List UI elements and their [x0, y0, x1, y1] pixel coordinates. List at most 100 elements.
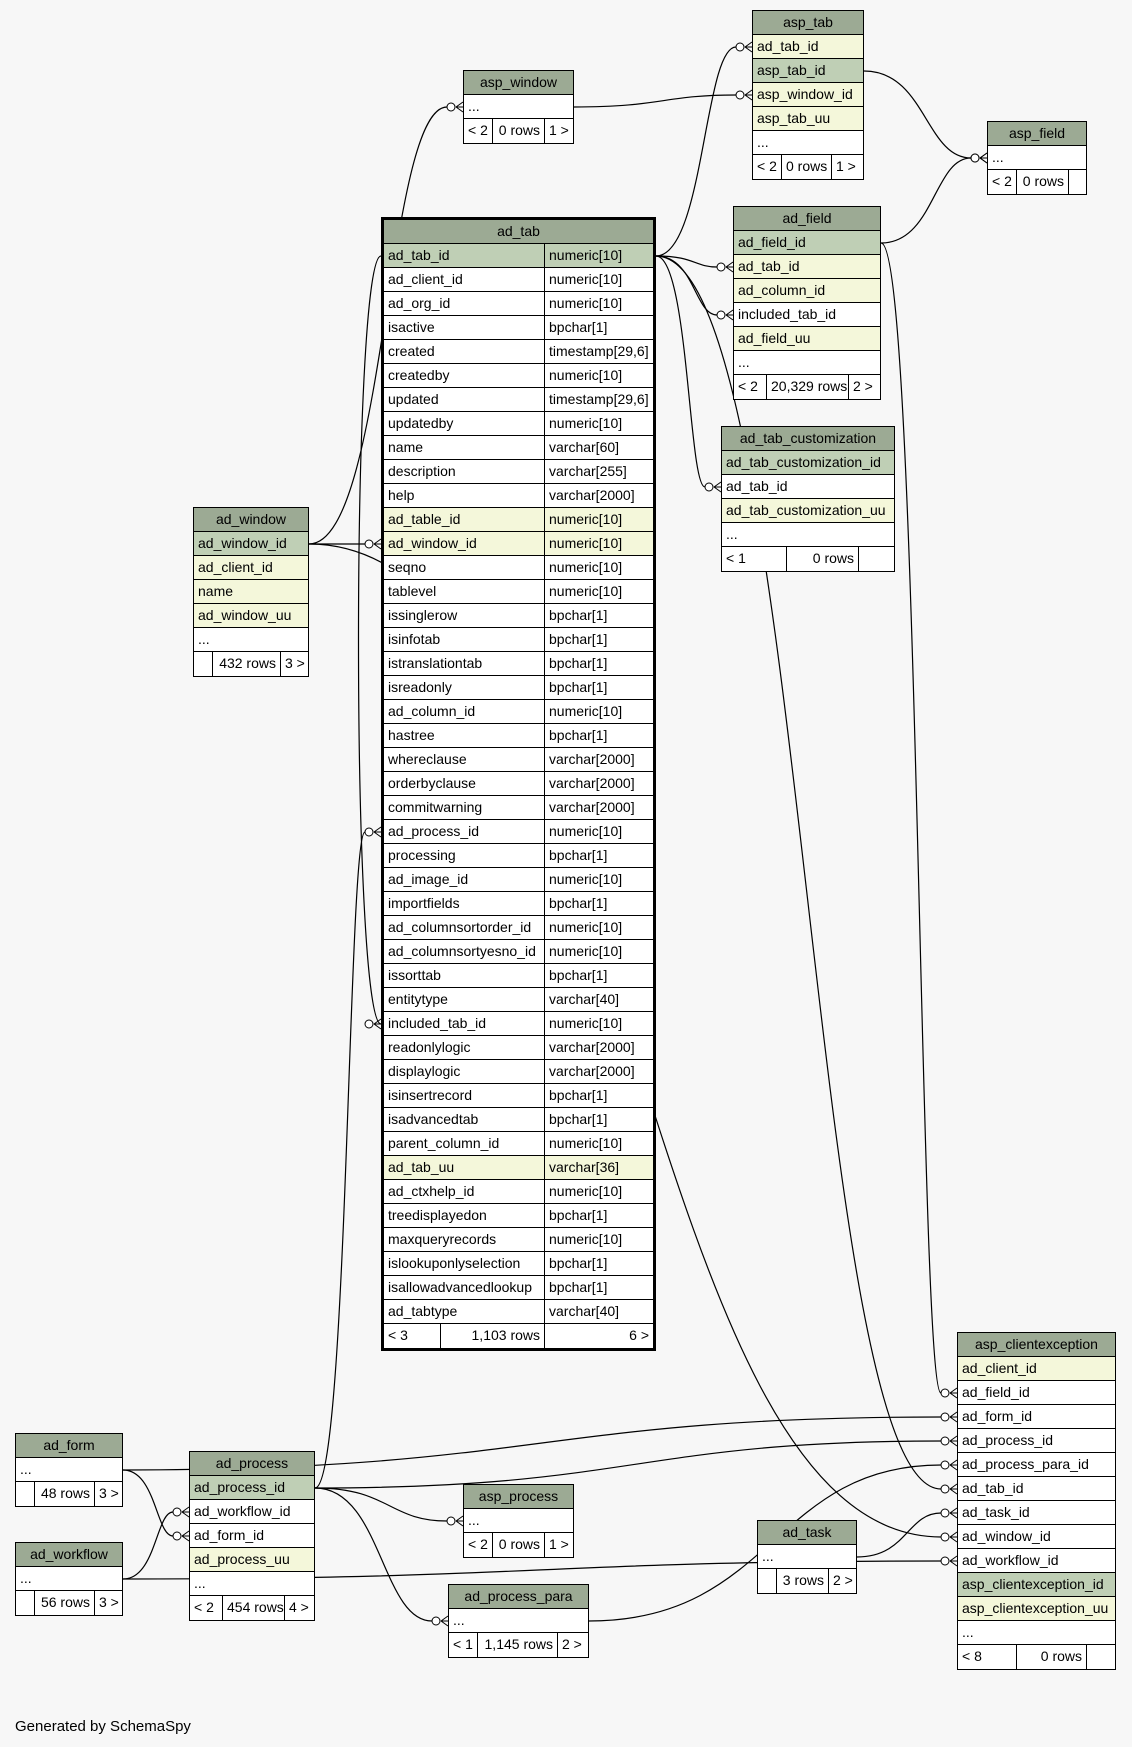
children-link[interactable]: 1 >: [544, 1533, 573, 1557]
table-title[interactable]: ad_process_para: [449, 1585, 588, 1609]
parents-link[interactable]: < 2: [757, 158, 777, 174]
table-row[interactable]: ad_window_id: [958, 1525, 1115, 1549]
table-row[interactable]: ...: [464, 1509, 573, 1533]
table-title[interactable]: asp_process: [464, 1485, 573, 1509]
parents-link[interactable]: < 2: [194, 1599, 214, 1615]
table-row[interactable]: name: [194, 580, 308, 604]
parents-link[interactable]: < 3: [388, 1327, 408, 1343]
parents-link[interactable]: [758, 1569, 776, 1593]
table-title[interactable]: ad_window: [194, 508, 308, 532]
table-row[interactable]: ad_field_id: [734, 231, 880, 255]
table-row[interactable]: ...: [194, 628, 308, 652]
table-row[interactable]: asp_clientexception_id: [958, 1573, 1115, 1597]
table-row[interactable]: ad_tab_id: [722, 475, 894, 499]
table-row[interactable]: ad_client_id: [958, 1357, 1115, 1381]
table-row[interactable]: ad_tab_id: [753, 35, 863, 59]
table-title[interactable]: ad_field: [734, 207, 880, 231]
table-row[interactable]: ...: [758, 1545, 856, 1569]
parents-link[interactable]: < 1: [726, 550, 746, 566]
table-row[interactable]: ad_column_id: [734, 279, 880, 303]
table-row[interactable]: ...: [958, 1621, 1115, 1645]
table-row[interactable]: ...: [16, 1567, 122, 1591]
table-title[interactable]: asp_clientexception: [958, 1333, 1115, 1357]
table-row[interactable]: ...: [722, 523, 894, 547]
table-row[interactable]: ad_field_id: [958, 1381, 1115, 1405]
children-link[interactable]: 1 >: [831, 155, 863, 179]
table-row[interactable]: ad_tab_customization_id: [722, 451, 894, 475]
children-link[interactable]: 3 >: [280, 652, 308, 676]
children-link[interactable]: 3 >: [94, 1482, 122, 1506]
table-row[interactable]: ...: [190, 1572, 314, 1596]
table-row[interactable]: included_tab_id: [734, 303, 880, 327]
table-row[interactable]: ...: [16, 1458, 122, 1482]
table-title[interactable]: asp_field: [988, 122, 1086, 146]
table-title[interactable]: ad_tab_customization: [722, 427, 894, 451]
children-link[interactable]: [1086, 1645, 1115, 1669]
table-row[interactable]: ad_form_id: [958, 1405, 1115, 1429]
table-row[interactable]: ad_tab_id: [734, 255, 880, 279]
table-title[interactable]: ad_workflow: [16, 1543, 122, 1567]
table-row[interactable]: ...: [753, 131, 863, 155]
table-row[interactable]: ad_process_uu: [190, 1548, 314, 1572]
table-row[interactable]: ad_client_id: [194, 556, 308, 580]
parents-link[interactable]: [194, 652, 212, 676]
children-link[interactable]: 4 >: [284, 1596, 314, 1620]
table-row[interactable]: asp_tab_id: [753, 59, 863, 83]
table-row[interactable]: ad_workflow_id: [958, 1549, 1115, 1573]
table-row[interactable]: asp_window_id: [753, 83, 863, 107]
children-link[interactable]: 6 >: [544, 1324, 653, 1348]
table-row[interactable]: ...: [988, 146, 1086, 170]
parents-link[interactable]: < 2: [468, 1536, 488, 1552]
table-title[interactable]: ad_process: [190, 1452, 314, 1476]
children-link[interactable]: [858, 547, 894, 571]
table-row[interactable]: asp_tab_uu: [753, 107, 863, 131]
parents-link[interactable]: < 2: [468, 122, 488, 138]
parents-link[interactable]: [16, 1482, 34, 1506]
table-row[interactable]: ad_process_para_id: [958, 1453, 1115, 1477]
parents-link[interactable]: [16, 1591, 34, 1615]
table-row[interactable]: ad_workflow_id: [190, 1500, 314, 1524]
table-row[interactable]: ad_window_uu: [194, 604, 308, 628]
table-title[interactable]: ad_task: [758, 1521, 856, 1545]
